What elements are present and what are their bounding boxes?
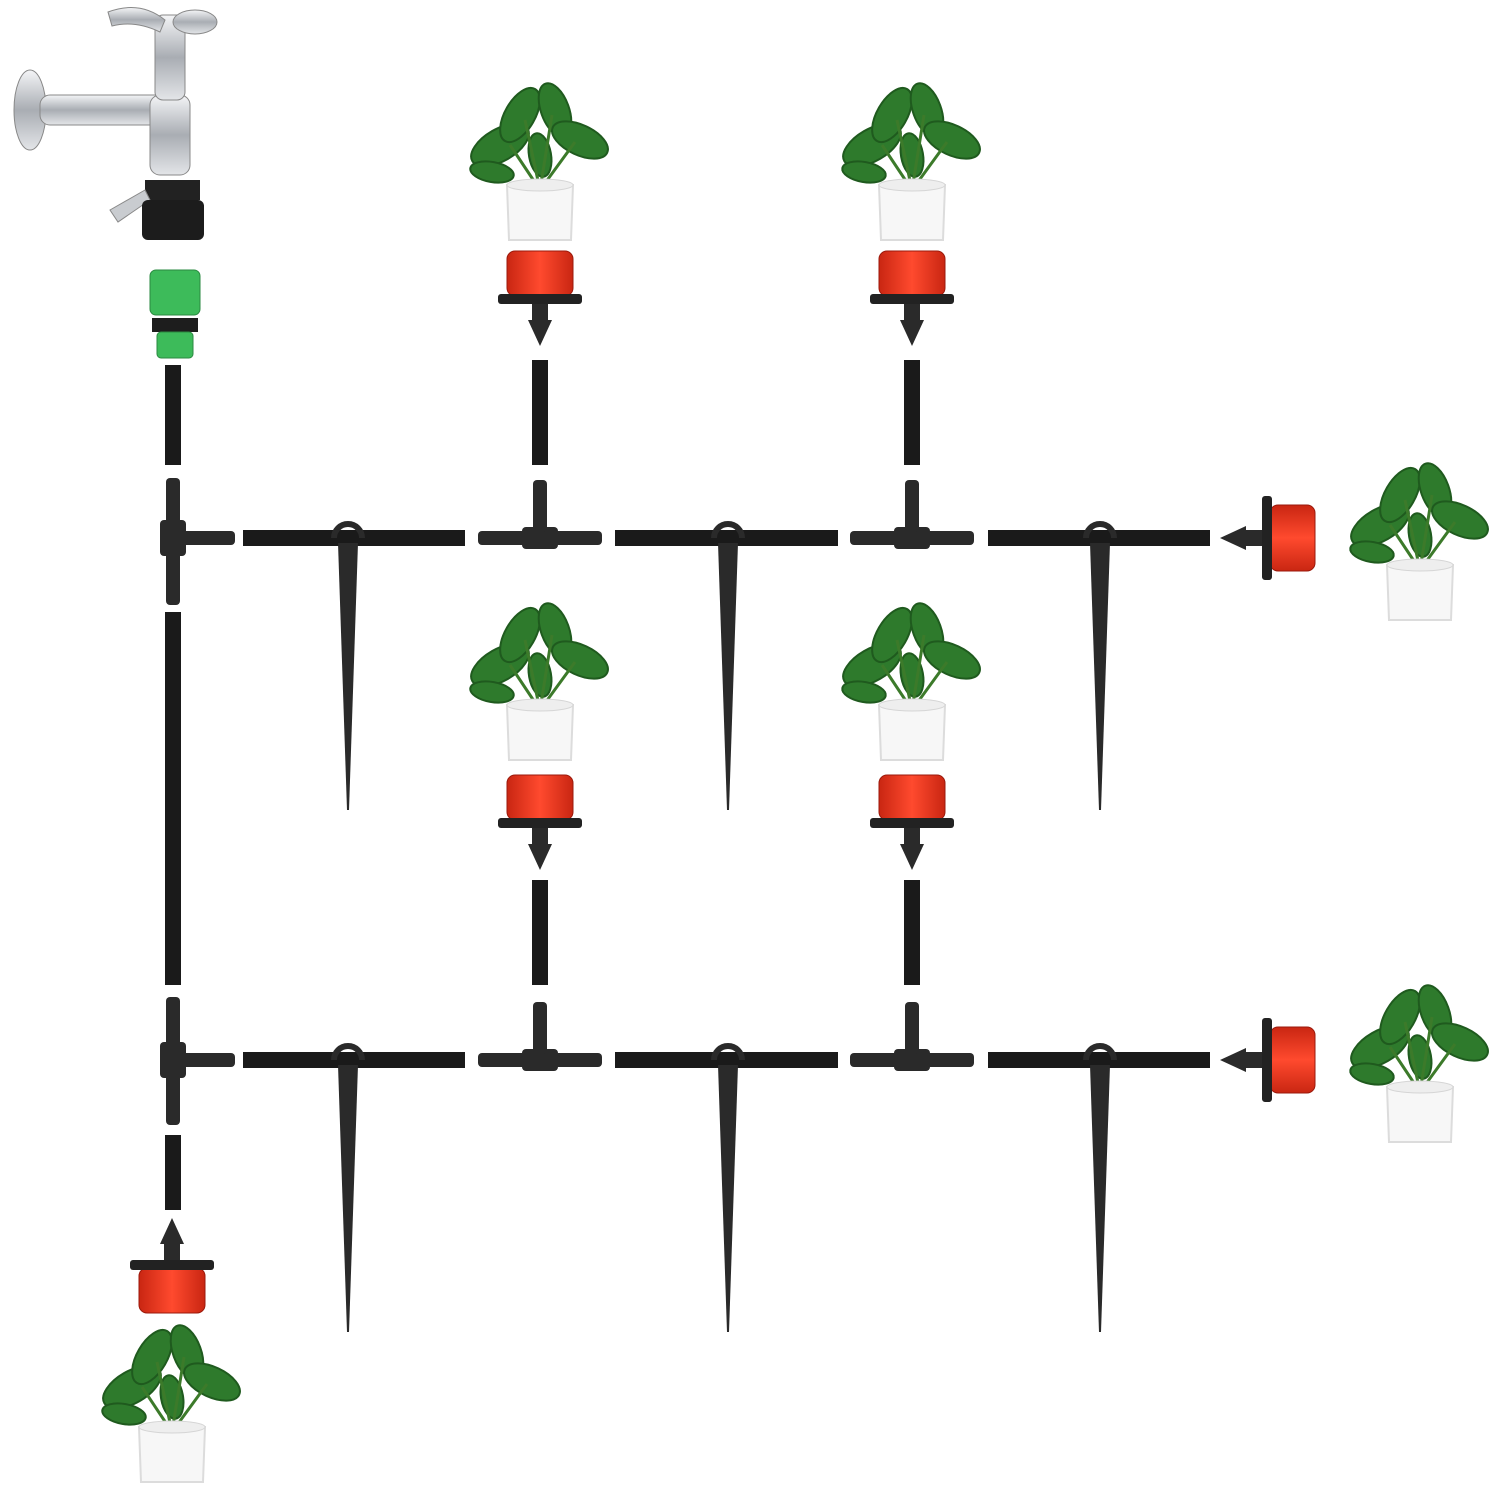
main-tube [165,365,181,1210]
ground-stake [334,1046,362,1332]
branch-tube [615,1052,838,1068]
plant-pot [1342,457,1496,622]
dripper-tube [904,360,920,465]
plant-pot [834,77,988,242]
main-tee-top [160,478,235,605]
plant-pot [94,1319,248,1484]
ground-stake [1086,524,1114,810]
branch-tube [615,530,838,546]
plant-pot [462,77,616,242]
dripper [497,774,583,871]
tee-connector [850,480,974,549]
end-dripper-main [129,1217,215,1314]
ground-stake [714,1046,742,1332]
branch-tube [988,530,1210,546]
plant-pot [1342,979,1496,1144]
dripper-tube [532,880,548,985]
plant-pot [834,597,988,762]
dripper-tube [532,360,548,465]
branch-tube [243,530,465,546]
tee-connector [478,480,602,549]
end-dripper [1219,1017,1316,1103]
ground-stake [714,524,742,810]
quick-connector [149,269,201,359]
main-tee-bottom [160,997,235,1125]
dripper [869,774,955,871]
branch-tube [243,1052,465,1068]
dripper [869,250,955,347]
dripper [497,250,583,347]
ground-stake [1086,1046,1114,1332]
tee-connector [478,1002,602,1071]
end-dripper [1219,495,1316,581]
tee-connector [850,1002,974,1071]
dripper-tube [904,880,920,985]
plant-pot [462,597,616,762]
branch-tube [988,1052,1210,1068]
ground-stake [334,524,362,810]
faucet [13,7,218,240]
